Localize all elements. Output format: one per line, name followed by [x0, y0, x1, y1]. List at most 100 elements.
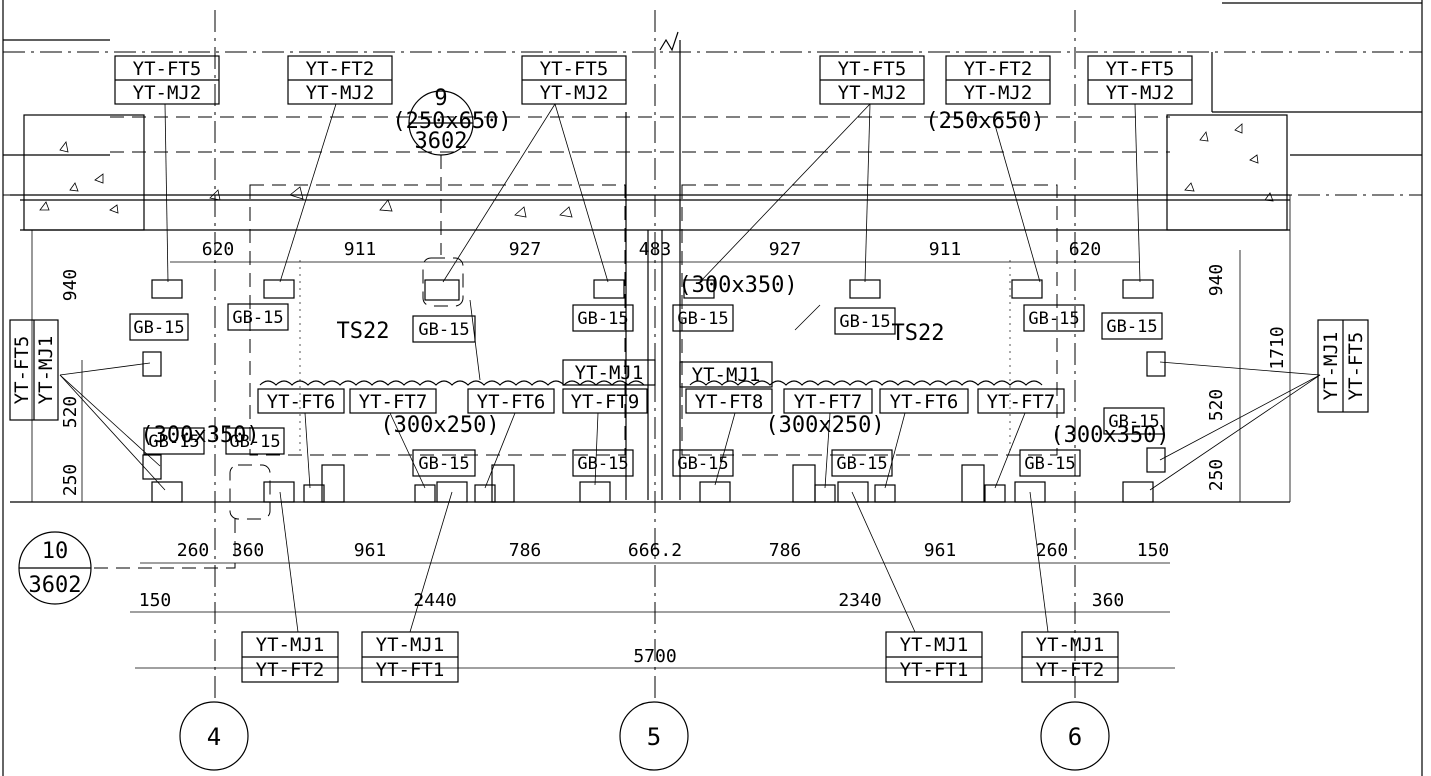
svg-text:520: 520 — [1206, 389, 1227, 422]
bottom-dimensions: 260 360 961 786 666.2 786 961 260 150 — [177, 540, 1170, 561]
svg-text:YT-MJ2: YT-MJ2 — [133, 82, 202, 104]
svg-text:YT-FT8: YT-FT8 — [695, 391, 764, 413]
svg-text:250: 250 — [60, 464, 81, 497]
svg-text:YT-FT2: YT-FT2 — [1036, 659, 1105, 681]
svg-text:GB-15: GB-15 — [1028, 309, 1079, 329]
svg-text:GB-15: GB-15 — [677, 454, 728, 474]
tag-pair: YT-FT5 YT-MJ2 — [114, 55, 220, 105]
svg-text:150: 150 — [139, 590, 172, 611]
concrete-hatch-right — [1184, 123, 1274, 202]
callout-detail-box — [229, 464, 271, 520]
svg-text:GB-15: GB-15 — [232, 308, 283, 328]
svg-text:GB-15: GB-15 — [418, 320, 469, 340]
svg-text:YT-FT7: YT-FT7 — [794, 391, 863, 413]
concrete-block-right — [1166, 114, 1288, 231]
svg-text:YT-FT1: YT-FT1 — [376, 659, 445, 681]
callout-number: 9 — [434, 86, 447, 111]
right-vertical-dimensions: 940 1710 520 250 — [1206, 264, 1288, 492]
svg-text:360: 360 — [232, 540, 265, 561]
svg-text:GB-15: GB-15 — [577, 309, 628, 329]
svg-text:360: 360 — [1092, 590, 1125, 611]
tag-pair: YT-MJ1 YT-FT2 — [1021, 631, 1119, 683]
mid-tags: YT-FT6 YT-FT7 YT-FT6 YT-FT9 YT-MJ1 YT-MJ… — [257, 359, 1065, 414]
svg-text:GB-15: GB-15 — [229, 432, 280, 452]
axis-bubble-5 — [619, 701, 689, 771]
axis-label: 5 — [647, 723, 661, 751]
svg-text:961: 961 — [924, 540, 957, 561]
overall-dimensions: 150 2440 2340 360 5700 — [139, 590, 1125, 667]
svg-text:GB-15: GB-15 — [1024, 454, 1075, 474]
tag-pair: YT-FT5 YT-MJ2 — [521, 55, 627, 105]
equipment-boxes — [321, 464, 985, 503]
section-labels: (250x650) (250x650) (300x350) (300x250) … — [140, 109, 1169, 448]
svg-text:YT-FT5: YT-FT5 — [540, 58, 609, 80]
svg-text:927: 927 — [509, 239, 542, 260]
svg-text:911: 911 — [929, 239, 962, 260]
svg-text:GB-15: GB-15 — [1108, 412, 1159, 432]
top-dimensions: 620 911 927 483 927 911 620 — [202, 239, 1102, 260]
slab-label: TS22 — [337, 319, 390, 344]
svg-text:961: 961 — [354, 540, 387, 561]
svg-text:YT-MJ2: YT-MJ2 — [964, 82, 1033, 104]
svg-text:940: 940 — [60, 269, 81, 302]
svg-text:GB-15: GB-15 — [418, 454, 469, 474]
svg-text:520: 520 — [60, 396, 81, 429]
tag-pair: YT-MJ1 YT-FT1 — [885, 631, 983, 683]
svg-text:YT-MJ1: YT-MJ1 — [575, 362, 644, 384]
tag-pair: YT-MJ1 YT-FT2 — [241, 631, 339, 683]
svg-text:YT-FT2: YT-FT2 — [256, 659, 325, 681]
break-mark — [659, 31, 679, 52]
gb-labels: GB-15 GB-15 GB-15 GB-15 GB-15 GB-15 GB-1… — [129, 303, 1165, 477]
callout-detail-box — [422, 257, 464, 307]
svg-text:GB-15: GB-15 — [836, 454, 887, 474]
svg-text:YT-MJ1: YT-MJ1 — [35, 336, 57, 405]
svg-text:YT-FT2: YT-FT2 — [964, 58, 1033, 80]
room-outline-left — [249, 184, 626, 456]
svg-text:GB-15: GB-15 — [577, 454, 628, 474]
svg-text:YT-FT6: YT-FT6 — [477, 391, 546, 413]
svg-text:927: 927 — [769, 239, 802, 260]
callout-link — [90, 519, 236, 569]
tag-pair: YT-FT5 YT-MJ2 — [1087, 55, 1193, 105]
svg-text:YT-FT6: YT-FT6 — [890, 391, 959, 413]
axis-bubble-4 — [179, 701, 249, 771]
svg-text:YT-MJ1: YT-MJ1 — [692, 364, 761, 386]
tag-pair: YT-FT2 YT-MJ2 — [945, 55, 1051, 105]
axis-label: 4 — [207, 723, 221, 751]
svg-text:2340: 2340 — [838, 590, 881, 611]
svg-text:940: 940 — [1206, 264, 1227, 297]
callout-sheet: 3602 — [415, 129, 468, 154]
svg-text:YT-MJ1: YT-MJ1 — [1320, 332, 1342, 401]
svg-text:(300x350): (300x350) — [140, 423, 259, 448]
svg-text:GB-15: GB-15 — [677, 309, 728, 329]
svg-text:GB-15: GB-15 — [839, 312, 890, 332]
slab-label: TS22 — [892, 321, 945, 346]
svg-text:(300x250): (300x250) — [765, 413, 884, 438]
svg-text:YT-MJ2: YT-MJ2 — [306, 82, 375, 104]
svg-text:786: 786 — [509, 540, 542, 561]
svg-text:260: 260 — [177, 540, 210, 561]
svg-text:786: 786 — [769, 540, 802, 561]
svg-text:YT-FT6: YT-FT6 — [267, 391, 336, 413]
svg-text:911: 911 — [344, 239, 377, 260]
svg-text:(250x650): (250x650) — [392, 109, 511, 134]
svg-text:YT-FT9: YT-FT9 — [571, 391, 640, 413]
svg-text:150: 150 — [1137, 540, 1170, 561]
axis-label: 6 — [1068, 723, 1082, 751]
revision-cloud — [689, 380, 1043, 386]
svg-text:(300x350): (300x350) — [1050, 423, 1169, 448]
svg-text:YT-FT5: YT-FT5 — [11, 336, 33, 405]
svg-text:666.2: 666.2 — [628, 540, 682, 561]
svg-text:YT-FT1: YT-FT1 — [900, 659, 969, 681]
dimension-lines — [31, 195, 1291, 669]
callout-sheet: 3602 — [29, 573, 82, 598]
svg-text:YT-MJ1: YT-MJ1 — [1036, 634, 1105, 656]
svg-text:(300x250): (300x250) — [380, 413, 499, 438]
svg-text:620: 620 — [1069, 239, 1102, 260]
svg-text:(300x350): (300x350) — [678, 273, 797, 298]
callout-number: 10 — [42, 539, 69, 564]
svg-text:1710: 1710 — [1267, 326, 1288, 369]
svg-text:YT-MJ2: YT-MJ2 — [540, 82, 609, 104]
svg-text:250: 250 — [1206, 459, 1227, 492]
